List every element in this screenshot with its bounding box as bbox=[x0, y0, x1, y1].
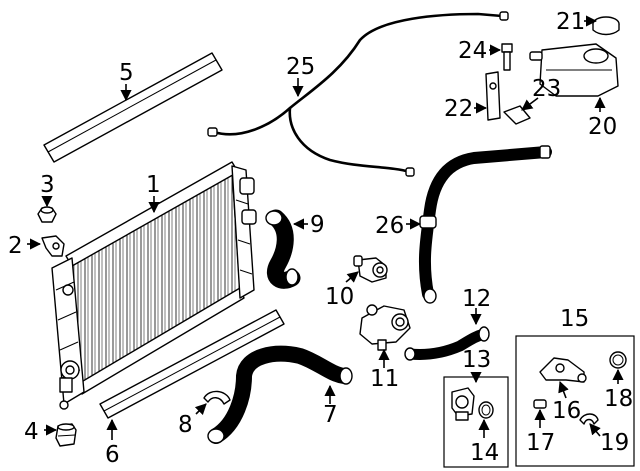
callout-24: 24 bbox=[458, 38, 487, 64]
part-26-heater-hose bbox=[418, 145, 552, 304]
part-21-cap bbox=[592, 16, 620, 36]
part-12-bypass-hose bbox=[404, 326, 490, 361]
part-5-upper-seal bbox=[43, 52, 223, 163]
callout-17: 17 bbox=[526, 430, 555, 456]
part-11-thermostat-housing bbox=[359, 304, 411, 351]
callout-labels: 1 2 3 4 5 6 7 8 9 10 11 12 13 14 15 16 1… bbox=[8, 9, 633, 468]
callout-23: 23 bbox=[532, 76, 561, 102]
callout-2: 2 bbox=[8, 233, 23, 259]
callout-11: 11 bbox=[370, 366, 399, 392]
part-9-upper-hose bbox=[265, 209, 301, 289]
callout-10: 10 bbox=[325, 284, 354, 310]
callout-9: 9 bbox=[310, 212, 325, 238]
callout-18: 18 bbox=[604, 386, 633, 412]
callout-26: 26 bbox=[375, 213, 404, 239]
part-4-bushing bbox=[55, 423, 77, 447]
callout-25: 25 bbox=[286, 54, 315, 80]
callout-1: 1 bbox=[146, 172, 161, 198]
callout-14: 14 bbox=[470, 440, 499, 466]
callout-19: 19 bbox=[600, 430, 629, 456]
part-1-radiator bbox=[51, 161, 257, 410]
leader-lines bbox=[27, 15, 624, 440]
part-25-coolant-tube bbox=[207, 11, 509, 177]
part-3-nut bbox=[37, 206, 57, 223]
callout-21: 21 bbox=[556, 9, 585, 35]
part-10-water-outlet bbox=[353, 255, 388, 283]
callout-13: 13 bbox=[462, 347, 491, 373]
box-13-14 bbox=[443, 376, 509, 468]
callout-6: 6 bbox=[105, 442, 120, 468]
callout-15: 15 bbox=[560, 306, 589, 332]
callout-8: 8 bbox=[178, 412, 193, 438]
part-7-lower-hose bbox=[207, 345, 353, 444]
callout-16: 16 bbox=[552, 398, 581, 424]
callout-20: 20 bbox=[588, 114, 617, 140]
part-23-bracket bbox=[503, 105, 531, 125]
part-22-bracket bbox=[485, 71, 501, 121]
part-2-bracket bbox=[41, 235, 65, 257]
callout-22: 22 bbox=[444, 96, 473, 122]
callout-12: 12 bbox=[462, 286, 491, 312]
callout-3: 3 bbox=[40, 172, 55, 198]
callout-7: 7 bbox=[323, 402, 338, 428]
box-15-19 bbox=[515, 335, 635, 467]
part-8-clamp bbox=[203, 390, 231, 405]
callout-4: 4 bbox=[24, 419, 39, 445]
part-6-lower-seal bbox=[99, 309, 285, 419]
part-20-reservoir bbox=[529, 43, 619, 97]
part-24-bolt bbox=[501, 43, 513, 71]
callout-5: 5 bbox=[119, 60, 134, 86]
